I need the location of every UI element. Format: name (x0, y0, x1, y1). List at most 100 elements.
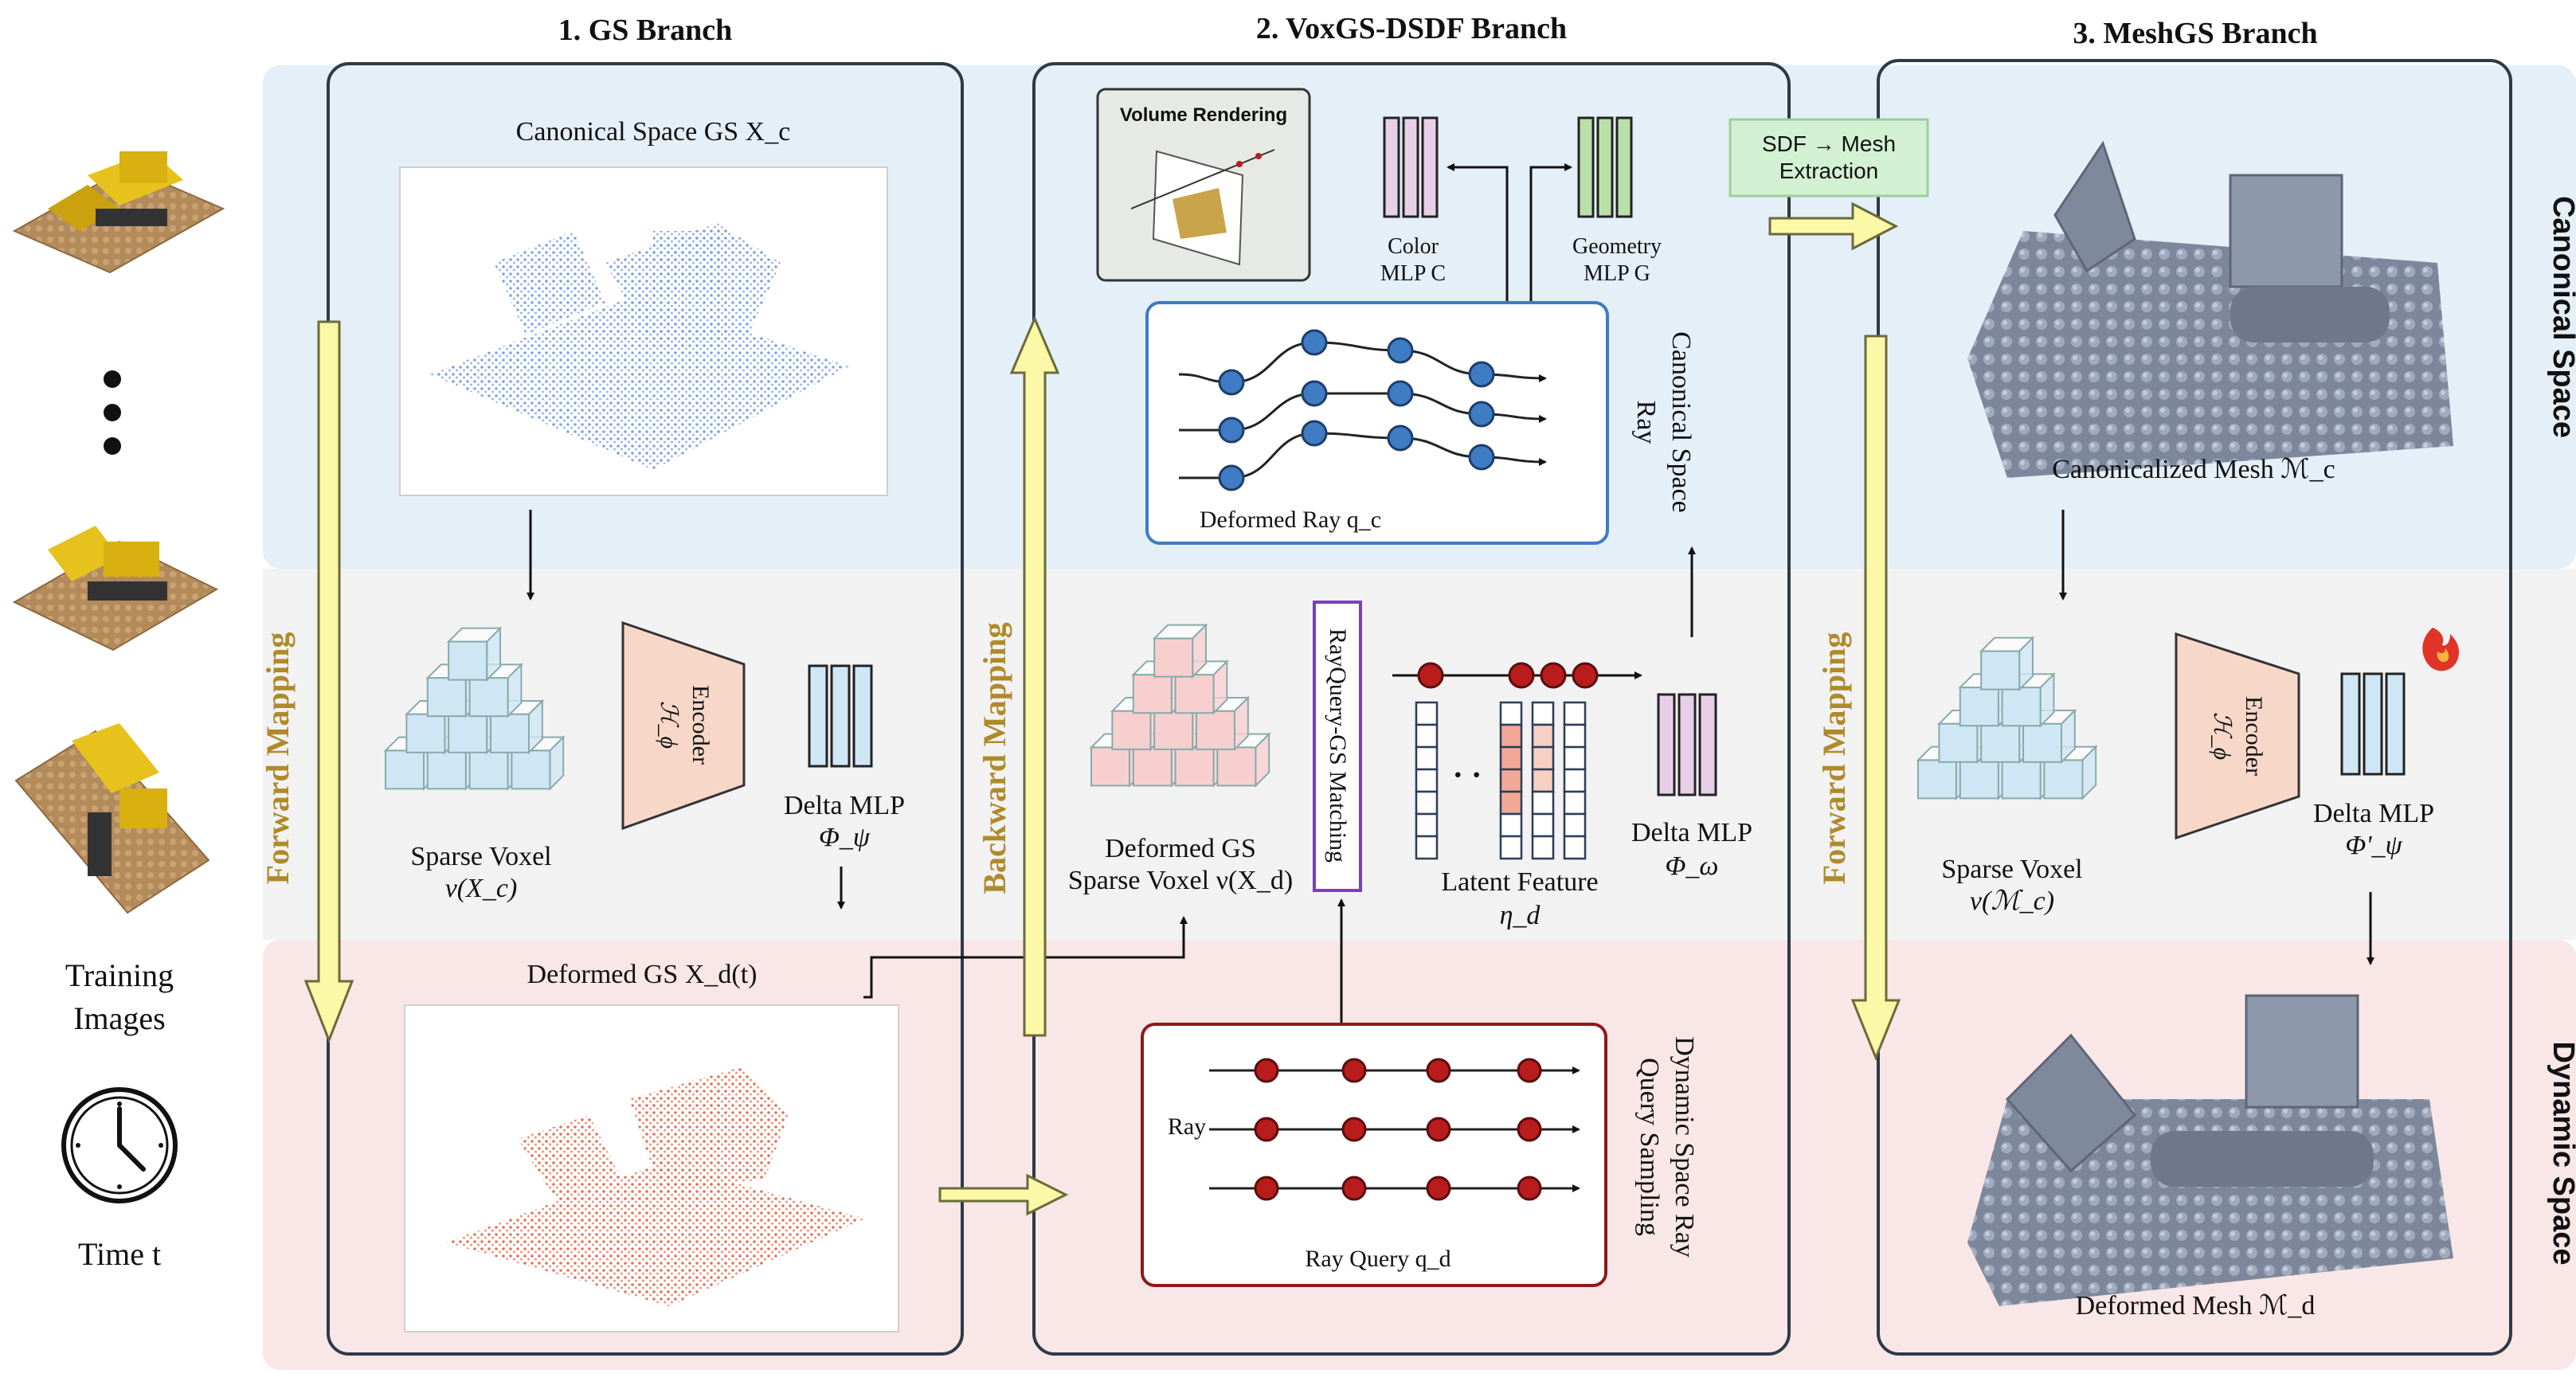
voxel-cube-front (1980, 722, 2021, 763)
ray-label: Ray (1168, 1113, 1206, 1140)
deformed-gs-voxel-label-1: Deformed GS (1105, 834, 1256, 863)
deformed-ray-point (1387, 337, 1414, 364)
mesh-delta-mlp-label: Delta MLP (2313, 799, 2434, 828)
ray-query-point (1341, 1176, 1367, 1201)
ray-query-point (1426, 1117, 1451, 1142)
forward-mapping-arrow-gs (303, 320, 354, 1044)
latent-cell (1563, 723, 1587, 749)
ray-query-point (1517, 1176, 1542, 1201)
ellipsis-dot (104, 370, 121, 388)
rayquery-matching-box (1313, 601, 1362, 892)
voxel-cube-front (1216, 746, 1257, 787)
latent-feature-label: Latent Feature (1441, 867, 1598, 897)
voxel-cube-front (448, 713, 488, 753)
voxel-cube-front (1196, 710, 1235, 750)
ray-query-label: Ray Query q_d (1305, 1246, 1450, 1272)
voxel-cube-front (1959, 687, 1999, 727)
deformed-ray-point (1301, 420, 1328, 447)
mesh-sparse-voxel-label: Sparse Voxel (1941, 855, 2082, 884)
deformed-gs-title: Deformed GS X_d(t) (527, 960, 758, 989)
voxel-cube-front (468, 749, 509, 790)
arrow-deformed-gs-to-deformed-voxel (863, 916, 1188, 999)
deformed-ray-point (1218, 464, 1245, 491)
arrow-to-geometry-mlp (1529, 163, 1572, 303)
training-images-label-line2: Images (73, 1000, 166, 1036)
latent-cell (1415, 723, 1439, 749)
voxel-cube-front (2043, 759, 2084, 800)
fire-icon (2422, 628, 2460, 671)
voxel-cube-front (1132, 674, 1173, 714)
sparse-voxel-blue (383, 626, 566, 791)
geometry-mlp (1577, 116, 1633, 218)
deformed-ray-box (1145, 301, 1609, 545)
voxel-cube-front (426, 749, 467, 790)
voxel-cube-front (511, 749, 551, 790)
sparse-voxel-label: Sparse Voxel (410, 842, 551, 871)
voxel-cube-front (1111, 710, 1152, 750)
delta-mlp-gs (808, 664, 873, 768)
deformed-ray-point (1468, 361, 1495, 388)
dynamic-ray-label-1: Dynamic Space Ray (1670, 1036, 1699, 1258)
mesh-encoder-math: ℋ_ϕ (2209, 712, 2235, 760)
latent-cell (1531, 835, 1555, 860)
deformed-ray-point (1301, 329, 1328, 356)
delta-mlp-voxgs (1657, 693, 1717, 796)
voxel-cube-front (2001, 759, 2042, 800)
voxel-cube-front (1980, 650, 2021, 691)
ray-query-lines (1209, 1058, 1580, 1201)
forward-mapping-label-gs: Forward Mapping (260, 632, 296, 885)
voxgs-branch-title: 2. VoxGS-DSDF Branch (1256, 12, 1567, 45)
voxel-cube-front (1153, 710, 1194, 750)
ray-query-point (1254, 1176, 1279, 1201)
ellipsis-dot (104, 404, 121, 421)
voxel-cube-front (405, 713, 446, 753)
latent-cell (1499, 768, 1523, 793)
latent-cell (1415, 835, 1439, 860)
ray-query-box (1141, 1023, 1607, 1287)
voxel-cube-front (1090, 746, 1130, 787)
clock-icon (61, 1087, 178, 1203)
deformed-ray-point (1387, 380, 1414, 407)
voxel-cube-front (2022, 722, 2062, 763)
voxel-cube-front (1132, 746, 1173, 787)
deformed-ray-point (1301, 380, 1328, 407)
latent-cell (1415, 790, 1439, 816)
latent-cell (1563, 812, 1587, 838)
voxel-cube-front (1153, 637, 1194, 678)
forward-mapping-arrow-mesh (1850, 335, 1901, 1062)
voxel-cube-front (1174, 674, 1215, 714)
ray-query-point (1254, 1058, 1279, 1083)
latent-cell (1563, 701, 1587, 726)
deformed-ray-point (1218, 417, 1245, 444)
deformed-gs-pointcloud (446, 1067, 865, 1306)
delta-mlp-gs-label: Delta MLP (784, 791, 905, 820)
training-image-2 (12, 526, 219, 652)
voxel-cube-front (1938, 722, 1979, 763)
arrow-voxgs-to-mesh (1768, 202, 1899, 251)
latent-feature-grid (1415, 701, 1587, 860)
canonical-mesh-image (1967, 140, 2453, 478)
deformed-ray-point (1387, 425, 1414, 452)
mesh-sparse-voxel-math: ν(ℳ_c) (1970, 886, 2054, 916)
voxel-cube-front (1917, 759, 1957, 800)
deformed-ray-label: Deformed Ray q_c (1200, 507, 1381, 533)
encoder-label: Encoder (687, 685, 714, 765)
encoder-math: ℋ_ϕ (656, 701, 682, 749)
deformed-ray-point (1218, 369, 1245, 396)
latent-cell (1499, 701, 1523, 726)
canonical-gs-pointcloud (430, 223, 849, 470)
latent-cell (1499, 745, 1523, 771)
training-image-1 (12, 151, 225, 274)
canonical-space-ray-label-1: Canonical Space (1666, 331, 1696, 513)
latent-cell (1499, 812, 1523, 838)
arrow-gs-to-ray-query (938, 1173, 1069, 1216)
latent-cell (1563, 768, 1587, 793)
latent-cell (1531, 812, 1555, 838)
canonical-space-label: Canonical Space (2547, 196, 2576, 438)
voxel-cube-front (2001, 687, 2042, 727)
sdf-mesh-label-2: Extraction (1779, 158, 1879, 183)
latent-cell (1499, 790, 1523, 816)
voxel-cube-front (426, 677, 467, 718)
volume-rendering-label: Volume Rendering (1120, 104, 1287, 126)
